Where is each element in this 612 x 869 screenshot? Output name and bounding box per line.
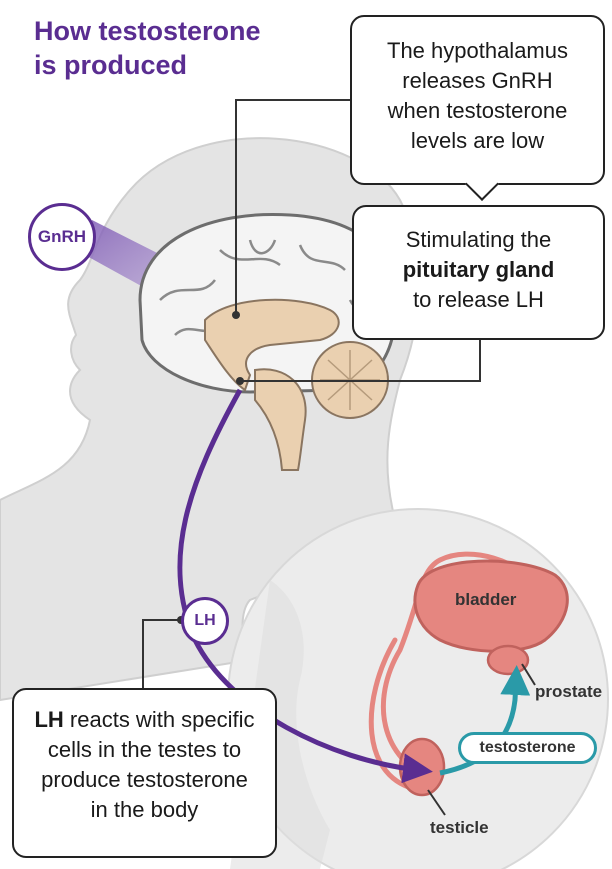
lh-badge: LH xyxy=(181,597,229,645)
title-line-1: How testosterone xyxy=(34,14,334,48)
prostate-label: prostate xyxy=(535,682,602,702)
bladder-label: bladder xyxy=(455,590,516,610)
hypothalamus-callout-line: when testosterone xyxy=(366,96,589,126)
pituitary-callout: Stimulating the pituitary gland to relea… xyxy=(352,205,605,340)
hypothalamus-callout-line: levels are low xyxy=(366,126,589,156)
prostate xyxy=(488,646,528,674)
pituitary-callout-bold: pituitary gland xyxy=(364,255,593,285)
page-title: How testosterone is produced xyxy=(34,14,334,82)
hypothalamus-callout: The hypothalamus releases GnRH when test… xyxy=(350,15,605,185)
lh-callout-line-1: LH reacts with specific xyxy=(24,705,265,735)
hypothalamus-pointer-dot xyxy=(232,311,240,319)
testicle-label: testicle xyxy=(430,818,489,838)
lh-callout-line-1-rest: reacts with specific xyxy=(64,707,255,732)
hypothalamus-callout-line: releases GnRH xyxy=(366,66,589,96)
lh-callout-line-3: produce testosterone xyxy=(24,765,265,795)
pituitary-pointer-dot xyxy=(236,377,244,385)
testosterone-badge: testosterone xyxy=(458,732,597,764)
lh-callout-line-4: in the body xyxy=(24,795,265,825)
gnrh-badge: GnRH xyxy=(28,203,96,271)
hypothalamus-callout-line: The hypothalamus xyxy=(366,36,589,66)
pituitary-callout-line-3: to release LH xyxy=(364,285,593,315)
pituitary-callout-line-1: Stimulating the xyxy=(364,225,593,255)
lh-callout-line-2: cells in the testes to xyxy=(24,735,265,765)
lh-callout-bold: LH xyxy=(34,707,63,732)
lh-callout: LH reacts with specific cells in the tes… xyxy=(12,688,277,858)
title-line-2: is produced xyxy=(34,48,334,82)
